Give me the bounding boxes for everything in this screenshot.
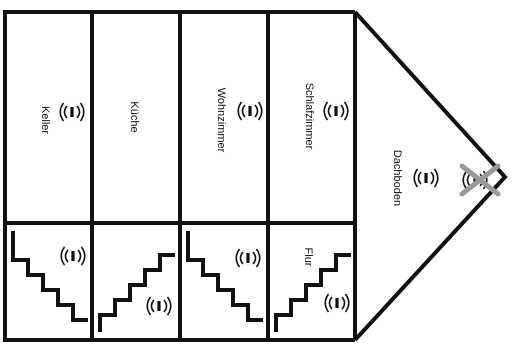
staircase-3	[186, 231, 263, 322]
interior-walls	[5, 12, 355, 340]
wireless-signal-icon	[323, 101, 349, 121]
wireless-signal-icon	[324, 293, 350, 313]
staircases	[11, 231, 351, 332]
room-label-kueche: Küche	[128, 101, 140, 132]
room-label-schlafzimmer: Schlafzimmer	[303, 83, 315, 150]
wireless-signal-icon	[146, 296, 172, 316]
wireless-signal-icon	[235, 248, 261, 268]
room-label-flur: Flur	[302, 248, 314, 267]
wireless-signal-icon	[59, 102, 85, 122]
house-outline	[3, 10, 508, 342]
wireless-signal-icon	[60, 246, 86, 266]
staircase-2	[98, 253, 175, 332]
room-label-keller: Keller	[39, 106, 51, 134]
wireless-signal-icon	[237, 101, 263, 121]
room-label-wohnzimmer: Wohnzimmer	[215, 88, 227, 153]
wireless-signal-icon	[413, 168, 439, 188]
room-label-dachboden: Dachboden	[391, 150, 403, 206]
staircase-4	[274, 253, 351, 332]
crossed-out-signal-icon	[459, 163, 501, 197]
staircase-1	[11, 231, 88, 322]
